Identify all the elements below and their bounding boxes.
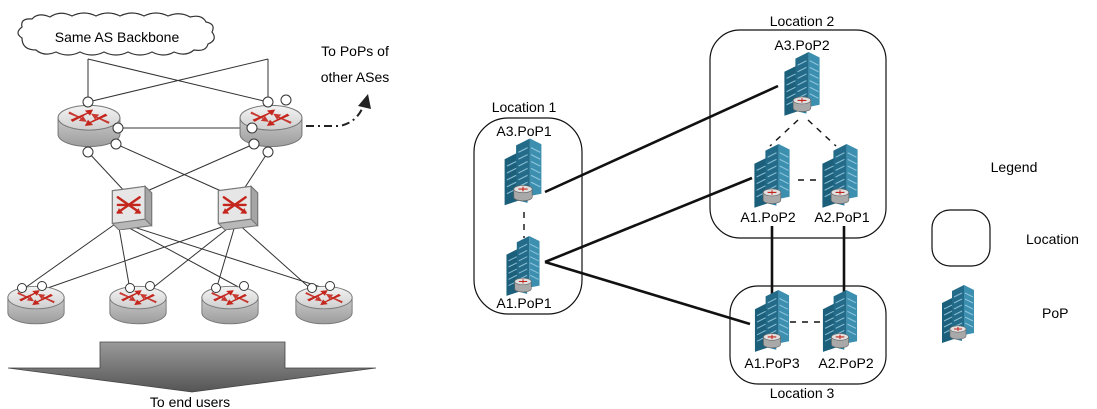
switch-left: [111, 185, 153, 230]
external-link-arrow: [306, 103, 365, 127]
legend-location-label: Location: [1026, 231, 1079, 247]
location-1-label: Location 1: [492, 99, 557, 115]
location-3-label: Location 3: [770, 385, 835, 401]
legend-location-swatch: [931, 209, 991, 267]
legend-pop-icon: [941, 284, 975, 344]
legend-pop-label: PoP: [1042, 305, 1068, 321]
to-pops-label-line2: other ASes: [321, 69, 390, 85]
core-router-left: [57, 104, 121, 148]
pop-label-a1-pop1: A1.PoP1: [496, 295, 551, 311]
cloud-label: Same AS Backbone: [55, 29, 180, 45]
edge-router-ports: [17, 281, 335, 293]
pop-label-a3-pop2: A3.PoP2: [774, 37, 829, 53]
right-pop-panel: Location 1 Location 2 Location 3 A3.PoP1: [473, 13, 1079, 401]
end-users-arrow: [7, 341, 377, 393]
location-2-label: Location 2: [770, 13, 835, 29]
edge-router-1: [7, 285, 65, 325]
edge-router-3: [201, 285, 259, 325]
left-links: [21, 58, 331, 291]
edge-router-4: [295, 285, 353, 325]
external-arrow-head: [358, 94, 371, 109]
backbone-cloud: [17, 12, 215, 56]
to-pops-label-line1: To PoPs of: [321, 43, 389, 59]
left-backbone-panel: Same AS Backbone: [7, 12, 390, 409]
end-users-label: To end users: [150, 394, 230, 409]
pop-label-a3-pop1: A3.PoP1: [496, 123, 551, 139]
legend: Legend Location PoP: [931, 159, 1079, 344]
pop-dashed-links: [523, 119, 837, 323]
pop-label-a2-pop2: A2.PoP2: [818, 355, 873, 371]
legend-title: Legend: [991, 159, 1038, 175]
edge-router-2: [109, 285, 167, 325]
pop-label-a1-pop3: A1.PoP3: [744, 355, 799, 371]
switch-right: [217, 185, 259, 230]
pop-solid-links: [544, 84, 846, 326]
pop-label-a2-pop1: A2.PoP1: [814, 209, 869, 225]
core-router-ports: [82, 94, 292, 158]
pop-label-a1-pop2: A1.PoP2: [740, 209, 795, 225]
